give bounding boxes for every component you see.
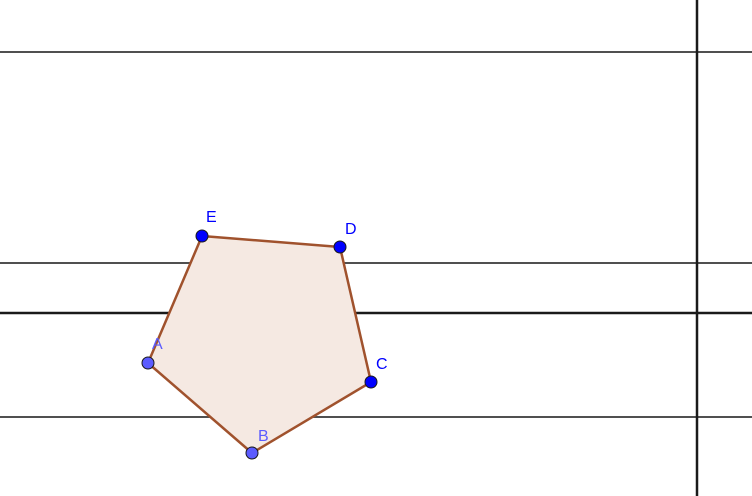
- point-d[interactable]: [333, 240, 347, 254]
- point-e[interactable]: [195, 229, 209, 243]
- point-c-label: C: [376, 356, 388, 373]
- point-a[interactable]: [141, 356, 155, 370]
- point-c[interactable]: [364, 375, 378, 389]
- point-b[interactable]: [245, 446, 259, 460]
- point-d-label: D: [345, 221, 357, 238]
- pentagon-abcde[interactable]: [146, 234, 373, 455]
- point-e-label: E: [206, 209, 217, 226]
- point-b-label: B: [258, 428, 269, 445]
- point-a-label: A: [152, 336, 163, 353]
